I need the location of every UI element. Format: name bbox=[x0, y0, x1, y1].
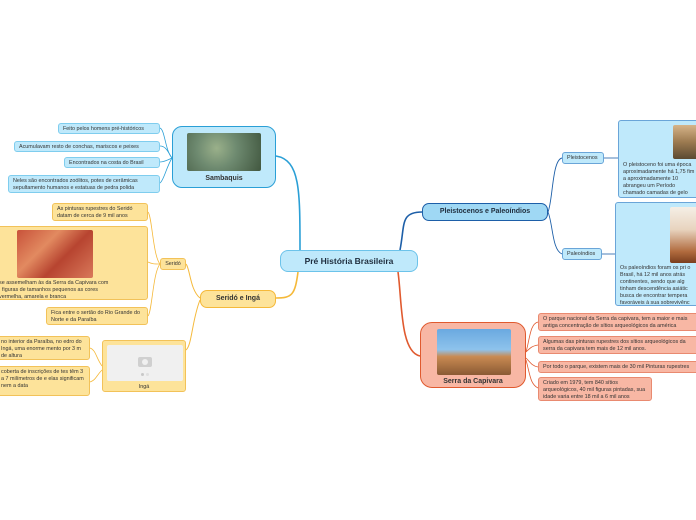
capivara-item[interactable]: O parque nacional da Serra da capivara, … bbox=[538, 313, 696, 331]
capivara-item[interactable]: Algumas das pinturas rupestres dos sítio… bbox=[538, 336, 696, 354]
pleistoceno-detail[interactable]: O pleistoceno foi uma época aproximadame… bbox=[618, 120, 696, 198]
sambaquis-item[interactable]: Feito pelos homens pré-históricos bbox=[58, 123, 160, 134]
sambaquis-image bbox=[187, 133, 261, 171]
capivara-item[interactable]: Por todo o parque, existem mais de 30 mi… bbox=[538, 361, 696, 373]
paleoindios-image bbox=[670, 207, 696, 263]
sambaquis-title: Sambaquis bbox=[205, 175, 243, 182]
camera-icon bbox=[138, 357, 152, 367]
paleoindios-detail[interactable]: Os paleoíndios foram os pri o Brasil, há… bbox=[615, 202, 696, 306]
sambaquis-topic[interactable]: Sambaquis bbox=[172, 126, 276, 188]
inga-item[interactable]: no interior da Paraíba, no edro do Ingá,… bbox=[0, 336, 90, 360]
capivara-title: Serra da Capivara bbox=[443, 378, 503, 385]
serido-item[interactable]: As pinturas rupestres do Seridó datam de… bbox=[52, 203, 148, 221]
capivara-image bbox=[437, 329, 511, 375]
serido-image bbox=[17, 230, 93, 278]
pleistocenos-topic[interactable]: Pleistocenos e Paleoíndios bbox=[422, 203, 548, 221]
pleistoceno-subtopic[interactable]: Pleistocenos bbox=[562, 152, 604, 164]
capivara-item[interactable]: Criado em 1979, tem 840 sítios arqueológ… bbox=[538, 377, 652, 401]
inga-image-placeholder bbox=[107, 345, 183, 381]
capivara-topic[interactable]: Serra da Capivara bbox=[420, 322, 526, 388]
serido-item[interactable]: se assemelham às da Serra da Capivara co… bbox=[0, 226, 148, 300]
serido-subtopic[interactable]: Seridó bbox=[160, 258, 186, 270]
sambaquis-item[interactable]: Encontrados na costa do Brasil bbox=[64, 157, 160, 168]
pleistoceno-image bbox=[673, 125, 696, 159]
inga-item[interactable]: coberta de inscrições de tes têm 3 a 7 m… bbox=[0, 366, 90, 396]
serido-item[interactable]: Fica entre o sertão do Rio Grande do Nor… bbox=[46, 307, 148, 325]
sambaquis-item[interactable]: Acumulavam resto de conchas, mariscos e … bbox=[14, 141, 160, 152]
central-topic-label: Pré História Brasileira bbox=[304, 256, 394, 266]
inga-subtopic[interactable]: Ingá bbox=[102, 340, 186, 392]
central-topic[interactable]: Pré História Brasileira bbox=[280, 250, 418, 272]
paleoindios-subtopic[interactable]: Paleoíndios bbox=[562, 248, 602, 260]
sambaquis-item[interactable]: Neles são encontrados zoólitos, potes de… bbox=[8, 175, 160, 193]
serido-inga-topic[interactable]: Seridó e Ingá bbox=[200, 290, 276, 308]
